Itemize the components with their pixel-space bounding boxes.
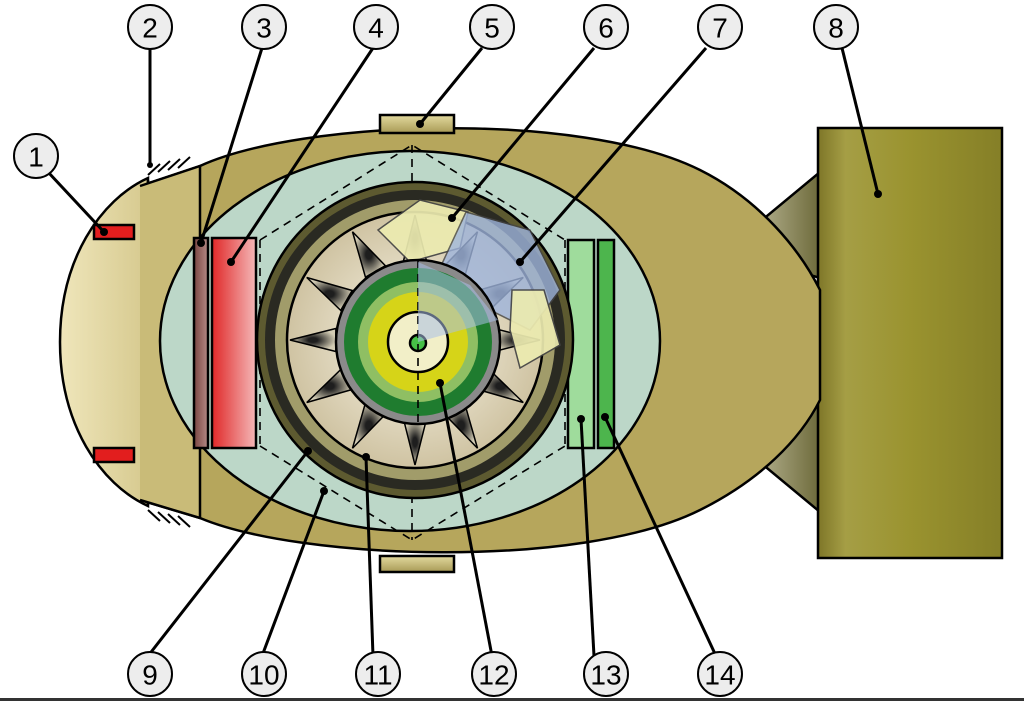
callout-6: 6 [583, 4, 629, 50]
bottom-lug [378, 554, 456, 574]
callout-label: 7 [712, 13, 728, 44]
callout-label: 8 [828, 13, 844, 44]
callout-label: 14 [704, 660, 735, 691]
tail-fin-box [816, 126, 1004, 560]
callout-14: 14 [697, 651, 743, 697]
callout-7: 7 [697, 4, 743, 50]
callout-8: 8 [813, 4, 859, 50]
callout-3: 3 [241, 4, 287, 50]
callout-label: 6 [598, 13, 614, 44]
callout-label: 12 [478, 660, 509, 691]
pale-wedge-lower [509, 289, 561, 370]
callout-label: 4 [368, 13, 384, 44]
red-lug-lower [92, 446, 136, 464]
callout-label: 2 [142, 13, 158, 44]
leader-lines [46, 45, 880, 657]
callout-2: 2 [127, 4, 173, 50]
callout-5: 5 [469, 4, 515, 50]
callout-10: 10 [241, 651, 287, 697]
leader-dots [100, 120, 882, 495]
green-plate-dark [596, 238, 616, 450]
callout-12: 12 [471, 651, 517, 697]
callout-label: 1 [28, 142, 44, 173]
nose-cap [58, 176, 150, 508]
callout-1: 1 [13, 133, 59, 179]
callout-13: 13 [583, 651, 629, 697]
callout-label: 10 [248, 660, 279, 691]
callout-label: 13 [590, 660, 621, 691]
brown-plate [192, 236, 210, 450]
callout-label: 3 [256, 13, 272, 44]
red-block [210, 236, 258, 450]
callout-11: 11 [355, 651, 401, 697]
callout-9: 9 [127, 651, 173, 697]
callout-label: 5 [484, 13, 500, 44]
hatch-marks-lower [147, 509, 191, 528]
callout-label: 11 [363, 660, 392, 691]
hatch-marks-upper [147, 156, 191, 176]
callout-label: 9 [142, 660, 158, 691]
bottom-border [0, 698, 1024, 701]
blue-overlay [418, 262, 498, 342]
callout-4: 4 [353, 4, 399, 50]
